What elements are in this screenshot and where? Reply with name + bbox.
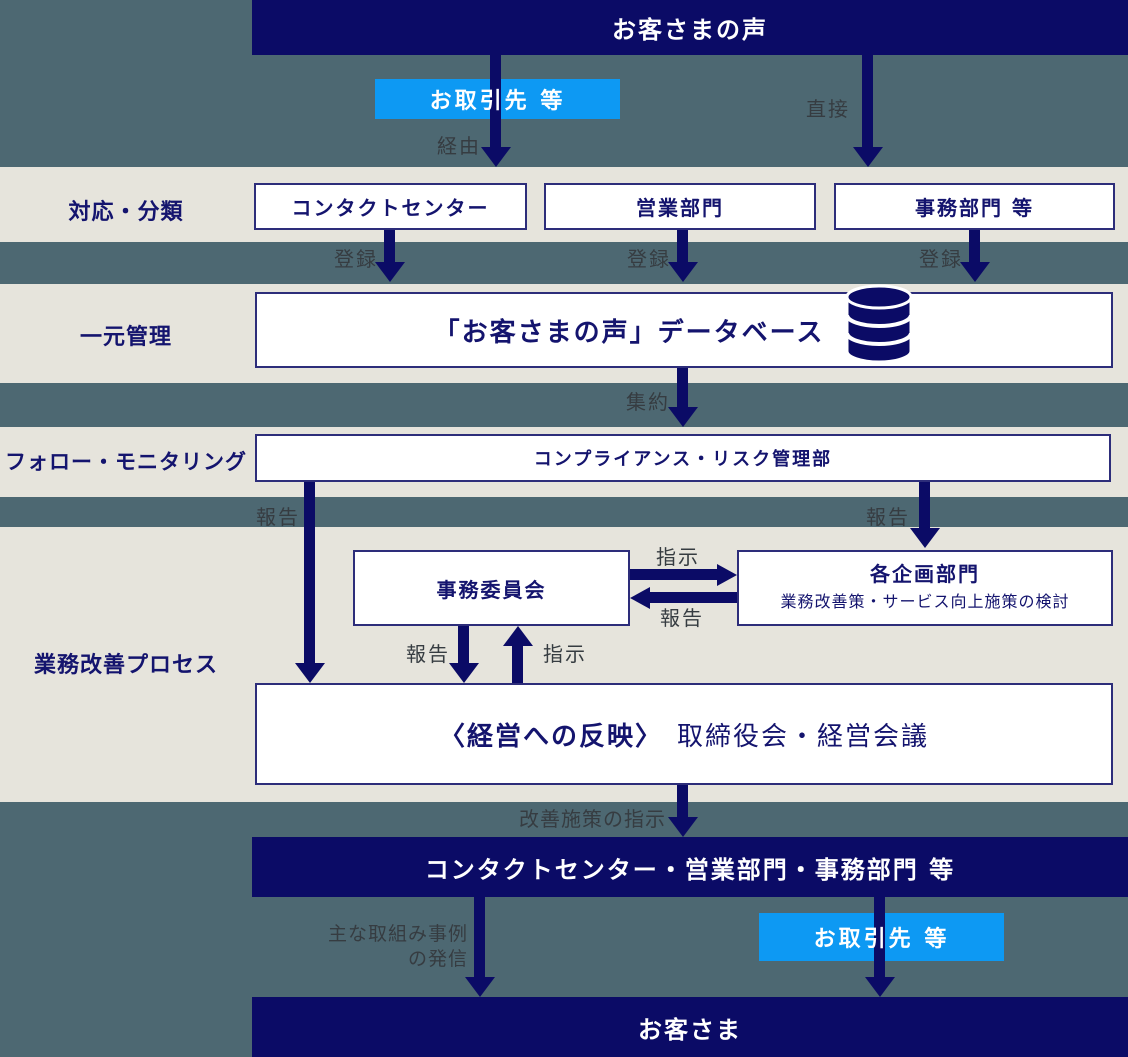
planning-depts-subtitle: 業務改善策・サービス向上施策の検討 bbox=[780, 592, 1070, 611]
compliance-risk-box: コンプライアンス・リスク管理部 bbox=[255, 434, 1111, 482]
partner-box-top: お取引先 等 bbox=[375, 79, 620, 119]
row-label-improvement: 業務改善プロセス bbox=[33, 653, 218, 678]
database-icon bbox=[845, 284, 913, 364]
label-register-2: 登録 bbox=[627, 247, 671, 271]
customer-bar-label: お客さま bbox=[638, 1015, 742, 1044]
label-report-horizontal: 報告 bbox=[660, 606, 704, 630]
label-instruct-horizontal: 指示 bbox=[656, 545, 700, 569]
departments-bar-label: コンタクトセンター・営業部門・事務部門 等 bbox=[424, 855, 956, 884]
customer-voice-bar: お客さまの声 bbox=[252, 0, 1128, 55]
partner-box-bottom-label: お取引先 等 bbox=[813, 927, 950, 952]
row-label-triage: 対応・分類 bbox=[68, 200, 184, 225]
customer-bar: お客さま bbox=[252, 997, 1128, 1057]
planning-depts-box: 各企画部門 業務改善策・サービス向上施策の検討 bbox=[737, 550, 1113, 626]
planning-depts-title: 各企画部門 bbox=[870, 562, 980, 586]
voc-database-box: 「お客さまの声」データベース bbox=[255, 292, 1113, 368]
management-box: 〈経営への反映〉 取締役会・経営会議 bbox=[255, 683, 1113, 785]
sales-dept-box: 営業部門 bbox=[544, 183, 816, 230]
customer-voice-bar-label: お客さまの声 bbox=[612, 16, 768, 44]
admin-dept-label: 事務部門 等 bbox=[915, 196, 1034, 220]
label-report-vertical: 報告 bbox=[406, 642, 450, 666]
label-register-1: 登録 bbox=[334, 247, 378, 271]
label-direct: 直接 bbox=[806, 97, 850, 121]
voc-database-label: 「お客さまの声」データベース bbox=[433, 317, 825, 348]
contact-center-box: コンタクトセンター bbox=[254, 183, 527, 230]
admin-dept-box: 事務部門 等 bbox=[834, 183, 1115, 230]
row-label-monitoring: フォロー・モニタリング bbox=[5, 450, 247, 474]
label-case-sharing-line2: の発信 bbox=[407, 948, 468, 970]
label-report-right: 報告 bbox=[866, 505, 910, 529]
label-register-3: 登録 bbox=[919, 247, 963, 271]
management-box-bodies: 取締役会・経営会議 bbox=[677, 721, 930, 752]
departments-bar: コンタクトセンター・営業部門・事務部門 等 bbox=[252, 837, 1128, 897]
sales-dept-label: 営業部門 bbox=[636, 196, 724, 220]
label-aggregate: 集約 bbox=[626, 390, 670, 414]
contact-center-label: コンタクトセンター bbox=[291, 196, 490, 220]
label-improvement-instruction: 改善施策の指示 bbox=[519, 807, 666, 831]
management-box-emphasis: 〈経営への反映〉 bbox=[438, 721, 663, 752]
partner-box-top-label: お取引先 等 bbox=[429, 89, 566, 114]
label-instruct-vertical: 指示 bbox=[543, 642, 587, 666]
compliance-risk-label: コンプライアンス・リスク管理部 bbox=[533, 449, 833, 470]
label-report-left: 報告 bbox=[256, 505, 300, 529]
label-via: 経由 bbox=[437, 134, 481, 158]
label-case-sharing-line1: 主な取組み事例 bbox=[327, 923, 468, 945]
office-committee-box: 事務委員会 bbox=[353, 550, 630, 626]
office-committee-label: 事務委員会 bbox=[436, 577, 547, 602]
row-label-central: 一元管理 bbox=[79, 325, 172, 350]
label-case-sharing: 主な取組み事例 の発信 bbox=[296, 922, 468, 972]
